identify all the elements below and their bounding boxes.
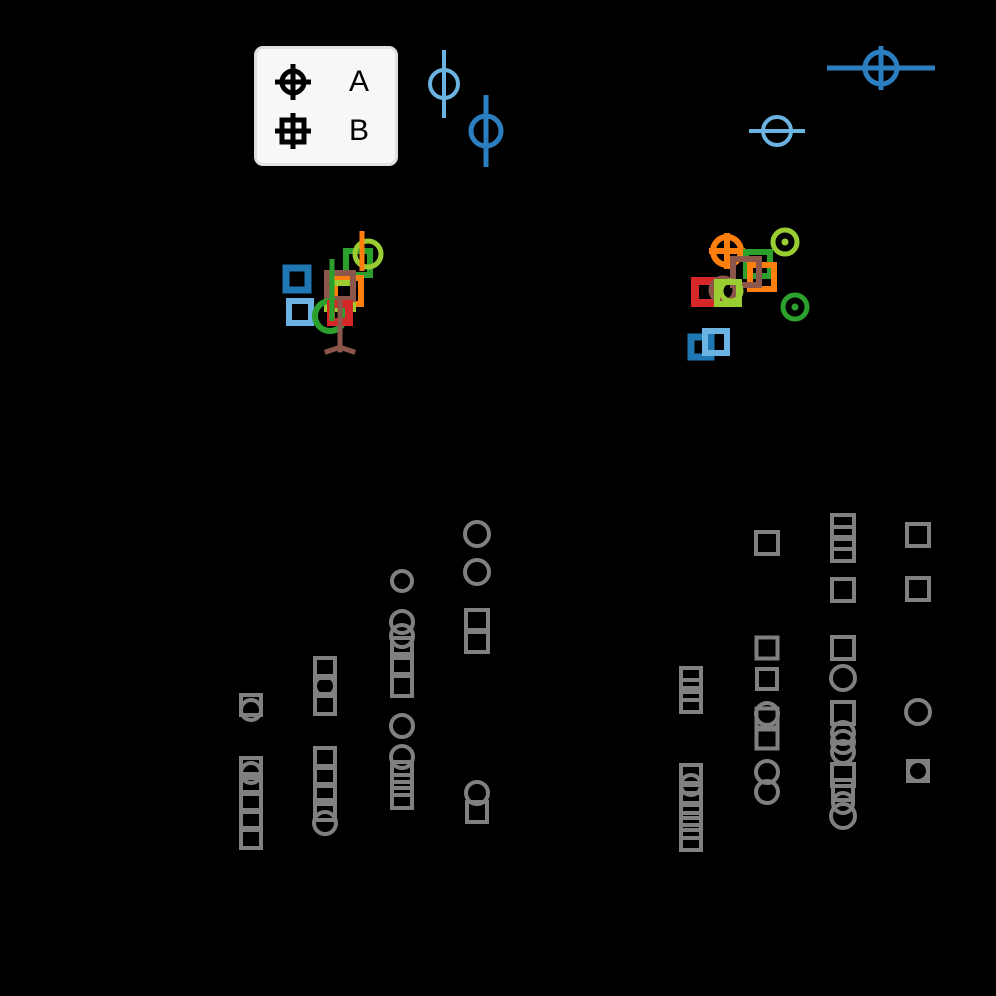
marker-square (390, 773, 414, 797)
marker-square (390, 636, 414, 660)
marker-square (282, 264, 312, 294)
marker-circle (780, 292, 810, 322)
marker-circle (428, 68, 460, 100)
marker-square (390, 760, 414, 784)
marker-square (313, 782, 337, 806)
marker-square (831, 778, 855, 802)
marker-circle (829, 664, 857, 692)
marker-circle (754, 779, 780, 805)
marker-center-dot (791, 303, 799, 311)
marker-circle (718, 278, 744, 304)
marker-square (679, 690, 703, 714)
marker-square (702, 328, 730, 356)
marker-square (905, 522, 931, 548)
marker-square (754, 635, 780, 661)
legend-entry-a: A (267, 57, 385, 106)
marker-square (679, 828, 703, 852)
marker-circle (830, 720, 856, 746)
marker-circle (754, 701, 780, 727)
marker-circle (862, 49, 900, 87)
legend-entry-b: B (267, 106, 385, 155)
marker-square (830, 635, 856, 661)
marker-square (313, 692, 337, 716)
marker-circle (390, 569, 414, 593)
marker-circle (463, 520, 491, 548)
marker-center-dot (781, 238, 789, 246)
marker-square (239, 826, 263, 850)
marker-square (730, 256, 762, 288)
marker-square (465, 800, 489, 824)
errorfan-right (339, 344, 357, 355)
marker-square (830, 537, 856, 563)
legend-label-b: B (348, 113, 369, 147)
marker-square (905, 576, 931, 602)
marker-circle (389, 713, 415, 739)
marker-square (390, 674, 414, 698)
marker-square (239, 756, 263, 780)
legend-label-a: A (348, 64, 369, 98)
series-left-colored-cluster (282, 231, 384, 355)
marker-circle (352, 238, 384, 270)
series-right-colored-cluster (687, 227, 810, 361)
series-grey-left-columns (239, 520, 491, 850)
marker-square (754, 725, 780, 751)
marker-circle (829, 802, 857, 830)
square-crosshair-icon (267, 109, 319, 153)
marker-circle (904, 698, 932, 726)
errorfan-left (323, 344, 341, 355)
marker-circle (830, 729, 856, 755)
marker-circle (312, 810, 338, 836)
marker-circle (761, 115, 793, 147)
marker-square (390, 786, 414, 810)
series-grey-right-columns (679, 513, 932, 852)
marker-square (830, 577, 856, 603)
marker-circle (463, 558, 491, 586)
marker-circle (468, 113, 504, 149)
legend: A B (254, 46, 398, 166)
series-blue-errorbar-group (428, 46, 935, 167)
marker-circle (389, 609, 415, 635)
marker-circle (770, 227, 800, 257)
marker-square (755, 667, 779, 691)
marker-square (239, 693, 263, 717)
marker-square (754, 530, 780, 556)
marker-square (464, 628, 490, 654)
marker-square (679, 803, 703, 827)
marker-square (313, 798, 337, 822)
marker-circle (389, 744, 415, 770)
marker-square (830, 762, 856, 788)
circle-crosshair-icon (267, 60, 319, 104)
marker-square (687, 333, 715, 361)
marker-square (286, 298, 314, 326)
marker-circle (906, 759, 930, 783)
marker-circle (831, 791, 855, 815)
